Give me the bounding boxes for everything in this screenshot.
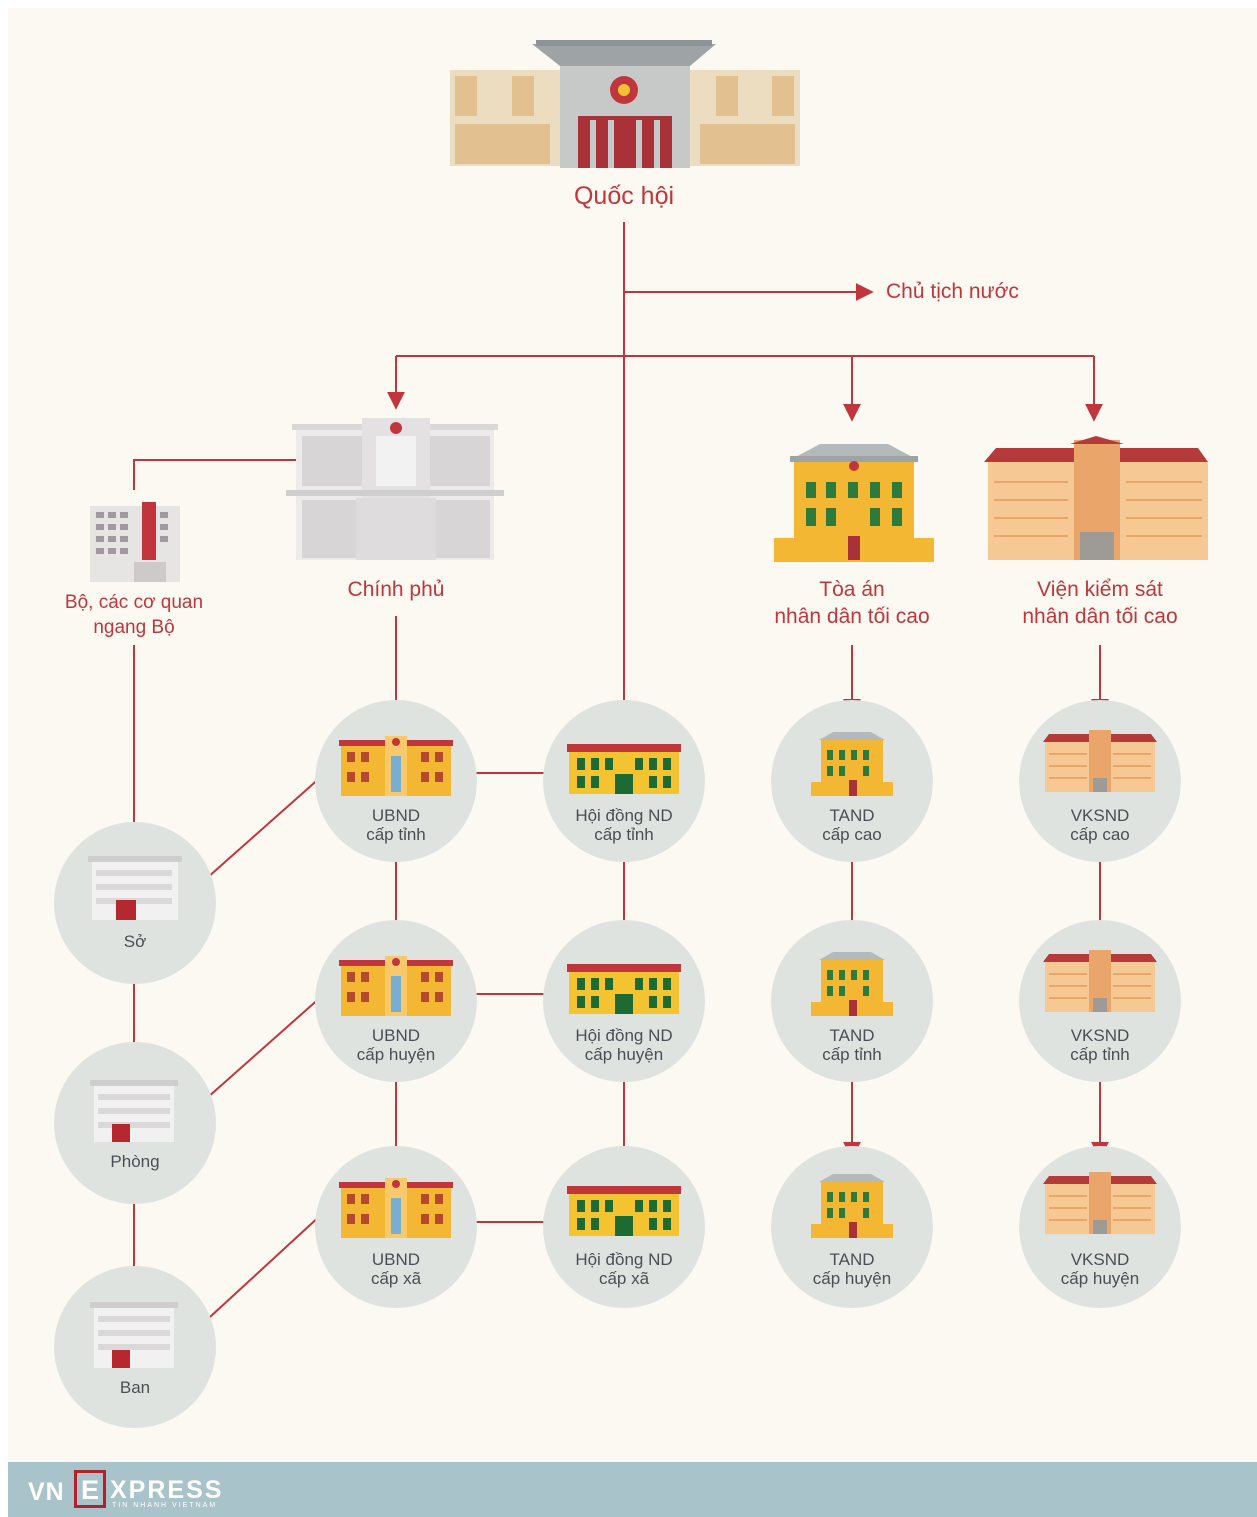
building-icon — [339, 956, 453, 1016]
vien-kiem-sat-label-line1: Viện kiểm sát — [1037, 578, 1163, 601]
toa-an-label-line2: nhân dân tối cao — [774, 605, 930, 628]
so-label: Sở — [123, 932, 147, 951]
label-line2: cấp huyện — [1060, 1269, 1140, 1288]
label-line2: cấp tỉnh — [1070, 1045, 1130, 1064]
label-line1: VKSND — [1070, 1250, 1130, 1269]
building-icon — [90, 1302, 178, 1368]
label-line1: VKSND — [1070, 806, 1130, 825]
building-icon — [811, 952, 893, 1016]
label-line2: cấp cao — [822, 825, 882, 844]
building-icon — [1043, 950, 1157, 1012]
vien-kiem-sat-label-line2: nhân dân tối cao — [1022, 605, 1178, 628]
vien-kiem-sat-label: Viện kiểm sát nhân dân tối cao — [1000, 576, 1200, 630]
phong-label: Phòng — [110, 1152, 160, 1171]
label-line2: cấp tỉnh — [594, 825, 654, 844]
phong-node: Phòng — [54, 1042, 216, 1204]
building-icon — [339, 1178, 453, 1238]
label-line1: UBND — [371, 1250, 421, 1269]
ban-node: Ban — [54, 1266, 216, 1428]
chinh-phu-label: Chính phủ — [347, 578, 445, 601]
logo-e-text: E — [81, 1475, 100, 1505]
bo-label-line2: ngang Bộ — [93, 617, 175, 638]
national-assembly-building-icon — [450, 40, 800, 168]
ministry-building-icon — [90, 502, 180, 582]
logo-tagline: TIN NHANH VIETNAM — [112, 1502, 218, 1509]
building-icon — [567, 964, 681, 1014]
building-icon — [1043, 730, 1157, 792]
building-icon — [339, 736, 453, 796]
footer-bar — [8, 1462, 1257, 1517]
label-line1: TAND — [829, 1250, 875, 1269]
label-line1: TAND — [829, 806, 875, 825]
building-icon — [811, 732, 893, 796]
quoc-hoi-label: Quốc hội — [573, 182, 675, 210]
logo-vn-text: VN — [28, 1478, 65, 1506]
label-line1: VKSND — [1070, 1026, 1130, 1045]
chu-tich-nuoc-label: Chủ tịch nước — [886, 280, 1019, 303]
label-line2: cấp huyện — [356, 1045, 436, 1064]
building-icon — [1043, 1172, 1157, 1234]
label-line2: cấp xã — [598, 1269, 650, 1288]
label-line1: Hội đồng ND — [575, 806, 673, 825]
label-line2: cấp tỉnh — [822, 1045, 882, 1064]
so-node: Sở — [54, 822, 216, 984]
label-line1: UBND — [371, 1026, 421, 1045]
building-icon — [567, 744, 681, 794]
label-line2: cấp tỉnh — [366, 825, 426, 844]
building-icon — [88, 856, 182, 920]
label-line2: cấp huyện — [584, 1045, 664, 1064]
bo-label-line1: Bộ, các cơ quan — [64, 592, 204, 613]
label-line2: cấp xã — [370, 1269, 422, 1288]
supreme-court-building-icon — [774, 444, 934, 562]
toa-an-label: Tòa án nhân dân tối cao — [752, 576, 952, 630]
label-line2: cấp huyện — [812, 1269, 892, 1288]
toa-an-label-line1: Tòa án — [819, 578, 885, 601]
government-building-icon — [286, 418, 504, 560]
label-line2: cấp cao — [1070, 825, 1130, 844]
building-icon — [811, 1174, 893, 1238]
label-line1: UBND — [371, 806, 421, 825]
logo-xpress-text: XPRESS — [110, 1476, 224, 1504]
label-line1: Hội đồng ND — [575, 1250, 673, 1269]
logo-e-box: E — [74, 1470, 106, 1508]
building-icon — [567, 1186, 681, 1236]
building-icon — [90, 1080, 178, 1142]
label-line1: TAND — [829, 1026, 875, 1045]
supreme-procuracy-building-icon — [984, 436, 1208, 560]
label-line1: Hội đồng ND — [575, 1026, 673, 1045]
ban-label: Ban — [119, 1378, 151, 1397]
bo-label: Bộ, các cơ quan ngang Bộ — [44, 590, 224, 640]
line-chinhphu-bo — [133, 459, 296, 490]
